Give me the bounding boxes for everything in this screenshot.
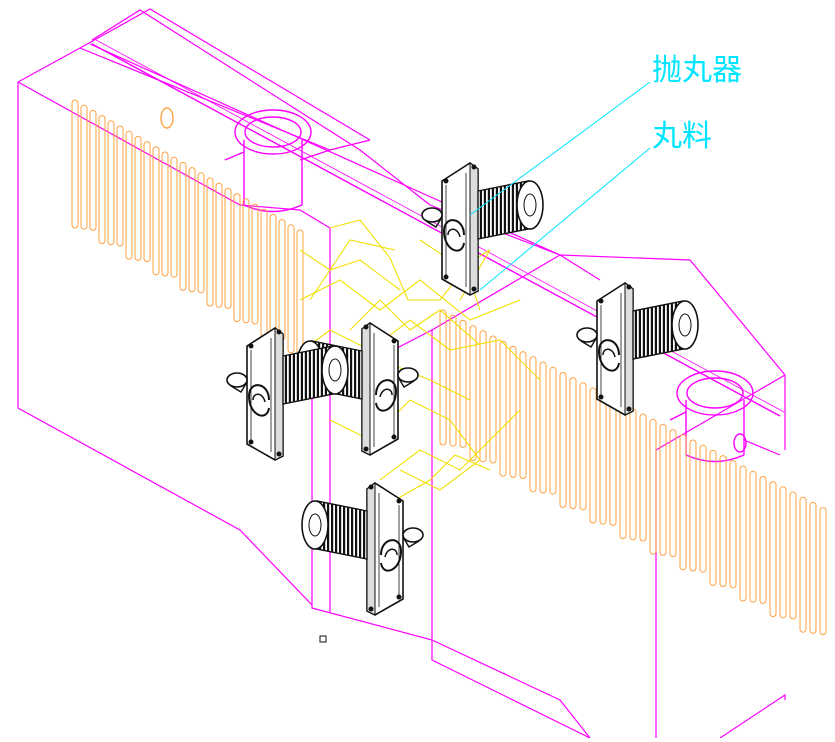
pipe — [559, 371, 567, 508]
pipe — [819, 507, 827, 636]
pipe — [278, 219, 286, 341]
pipe — [509, 345, 517, 478]
pipe — [769, 481, 777, 618]
leader-lines — [469, 81, 651, 291]
pipe — [469, 325, 477, 462]
pipe — [709, 449, 717, 586]
pipe — [679, 434, 687, 571]
pipe — [489, 335, 497, 464]
pipe — [179, 161, 187, 291]
pipe — [579, 382, 587, 511]
pipe — [269, 213, 277, 339]
pipe — [80, 104, 88, 230]
pipe — [215, 182, 223, 308]
pipe — [197, 172, 205, 294]
pipe — [749, 470, 757, 603]
pipe — [809, 501, 817, 634]
pipe — [116, 125, 124, 247]
pipe — [699, 444, 707, 573]
pipe — [287, 224, 295, 354]
pipe — [659, 423, 667, 556]
pipe — [134, 135, 142, 261]
pipe — [89, 109, 97, 231]
pipe — [233, 193, 241, 323]
hanging-pipes — [71, 99, 827, 636]
pipe — [439, 309, 447, 446]
point-marker — [319, 635, 327, 643]
hook-ring — [160, 107, 174, 129]
pipe — [224, 187, 232, 309]
pipe — [161, 151, 169, 277]
shot-blaster-bottom — [301, 482, 424, 616]
pipe — [719, 455, 727, 588]
label-shot-material: 丸料 — [652, 119, 712, 154]
pipe — [296, 229, 304, 355]
pipe — [799, 496, 807, 633]
pipe — [71, 99, 79, 229]
pipe — [170, 156, 178, 278]
pipe — [519, 351, 527, 480]
pipe — [599, 392, 607, 525]
pipe — [242, 198, 250, 324]
pipe — [529, 356, 537, 493]
pipe — [639, 413, 647, 542]
pipe — [649, 418, 657, 555]
pipe — [152, 146, 160, 276]
pipe — [759, 475, 767, 604]
pipe — [459, 319, 467, 448]
pipe — [779, 486, 787, 619]
pipe — [143, 141, 151, 263]
pipe — [589, 387, 597, 524]
pipe — [669, 429, 677, 558]
label-shot-blaster: 抛丸器 — [652, 53, 742, 88]
pipe — [251, 203, 259, 325]
pipe — [449, 314, 457, 447]
pipe — [729, 460, 737, 589]
pipe — [107, 120, 115, 246]
pipe — [499, 340, 507, 477]
pipe — [689, 439, 697, 572]
pipe — [98, 115, 106, 245]
pipe — [125, 130, 133, 260]
pipe — [479, 330, 487, 463]
shot-blaster-right — [576, 282, 699, 416]
pipe — [206, 177, 214, 307]
pipe — [789, 491, 797, 620]
pipe — [619, 403, 627, 540]
pipe — [188, 167, 196, 293]
pipe — [260, 208, 268, 338]
pipe — [549, 366, 557, 495]
pipe — [739, 465, 747, 602]
pipe — [609, 397, 617, 526]
pipe — [629, 408, 637, 541]
inlet-flange-right — [669, 370, 754, 463]
pipe — [539, 361, 547, 494]
pipe — [569, 377, 577, 510]
